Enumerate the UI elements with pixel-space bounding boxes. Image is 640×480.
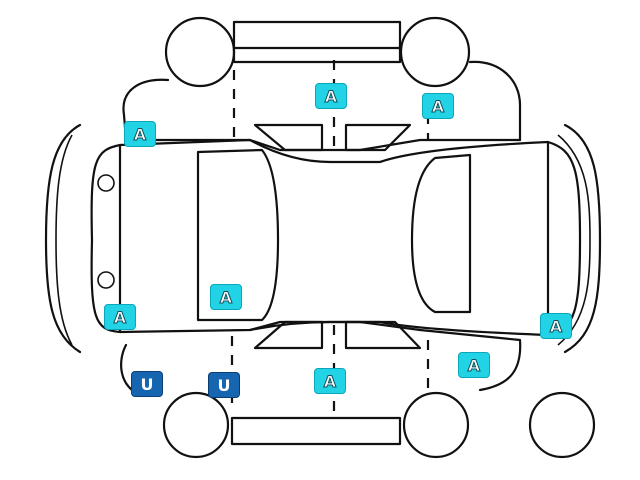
bottom-side-panel	[230, 416, 402, 446]
front-bumper-mid	[55, 134, 73, 346]
damage-marker-a[interactable]: A	[314, 368, 346, 394]
front-headlight-top	[97, 174, 115, 192]
front-bumper	[90, 143, 122, 334]
rear-bumper	[546, 140, 582, 337]
spare-wheel	[528, 391, 596, 459]
top-left-wheel	[164, 16, 236, 88]
front-headlight-bottom	[97, 271, 115, 289]
damage-marker-a[interactable]: A	[458, 352, 490, 378]
top-side-body	[122, 46, 522, 142]
top-right-wheel	[399, 16, 471, 88]
bottom-right-window	[344, 320, 422, 350]
rear-window	[410, 153, 472, 314]
damage-marker-a[interactable]: A	[422, 93, 454, 119]
damage-marker-u[interactable]: U	[131, 371, 163, 397]
damage-marker-a[interactable]: A	[540, 313, 572, 339]
damage-marker-u[interactable]: U	[208, 372, 240, 398]
top-right-window	[344, 123, 412, 152]
damage-marker-a[interactable]: A	[210, 284, 242, 310]
bottom-left-window	[253, 320, 324, 350]
damage-marker-a[interactable]: A	[104, 304, 136, 330]
bottom-right-wheel	[402, 391, 470, 459]
windshield	[196, 148, 280, 322]
damage-marker-a[interactable]: A	[124, 121, 156, 147]
rear-bumper-outer	[563, 123, 602, 354]
damage-marker-a[interactable]: A	[315, 83, 347, 109]
front-bumper-outer	[44, 123, 82, 354]
bottom-left-wheel	[162, 391, 230, 459]
main-body	[118, 138, 550, 337]
top-left-window	[253, 123, 324, 152]
top-side-panel	[232, 20, 402, 50]
rear-bumper-mid	[557, 134, 591, 346]
